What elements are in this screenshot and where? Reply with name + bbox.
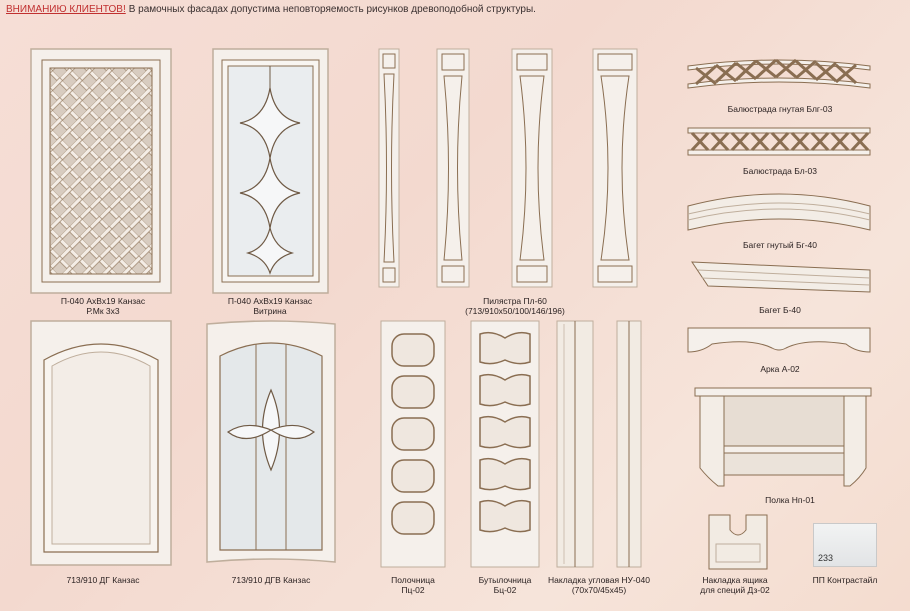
pilaster-196-image bbox=[592, 48, 638, 288]
shelf-image bbox=[694, 386, 872, 490]
door-vitrina-image bbox=[212, 48, 329, 294]
caption-pilaster: Пилястра Пл-60(713/910х50/100/146/196) bbox=[465, 296, 565, 316]
baget-image bbox=[690, 256, 872, 296]
swatch-number: 233 bbox=[818, 553, 834, 563]
notice-text: В рамочных фасадах допустима неповторяем… bbox=[128, 4, 536, 15]
pilaster-100-image bbox=[436, 48, 470, 288]
baluster-bent-image bbox=[686, 54, 872, 96]
door-dgv-image bbox=[206, 320, 336, 566]
drawer-overlay-image bbox=[708, 514, 768, 570]
caption-shelf: Полка Нп-01 bbox=[765, 495, 815, 505]
caption-baluster: Балюстрада Бл-03 bbox=[742, 166, 817, 176]
corner-overlay-70-image bbox=[556, 320, 594, 568]
caption-door-dg: 713/910 ДГ Канзас bbox=[66, 575, 140, 585]
client-notice: ВНИМАНИЮ КЛИЕНТОВ!В рамочных фасадах доп… bbox=[6, 4, 536, 15]
caption-corner-overlay: Накладка угловая НУ-040(70х70/45х45) bbox=[548, 575, 650, 595]
shelf-rack-image bbox=[380, 320, 446, 568]
door-dg-image bbox=[30, 320, 172, 566]
caption-contrast-panel: ПП Контрастайл bbox=[812, 575, 878, 585]
pilaster-50-image bbox=[378, 48, 400, 288]
notice-highlight: ВНИМАНИЮ КЛИЕНТОВ! bbox=[6, 4, 126, 15]
baget-bent-image bbox=[686, 186, 872, 236]
bottle-rack-image bbox=[470, 320, 540, 568]
arch-image bbox=[686, 326, 872, 356]
caption-baget-bent: Багет гнутый Бг-40 bbox=[742, 240, 818, 250]
corner-overlay-45-image bbox=[616, 320, 642, 568]
caption-baluster-bent: Балюстрада гнутая Блг-03 bbox=[727, 104, 833, 114]
caption-baget: Багет Б-40 bbox=[759, 305, 801, 315]
caption-door-dgv: 713/910 ДГВ Канзас bbox=[231, 575, 311, 585]
baluster-image bbox=[686, 124, 872, 160]
pilaster-146-image bbox=[511, 48, 553, 288]
door-lattice-image bbox=[30, 48, 172, 294]
caption-arch: Арка А-02 bbox=[760, 364, 800, 374]
contrast-panel-swatch: 233 bbox=[813, 523, 877, 567]
